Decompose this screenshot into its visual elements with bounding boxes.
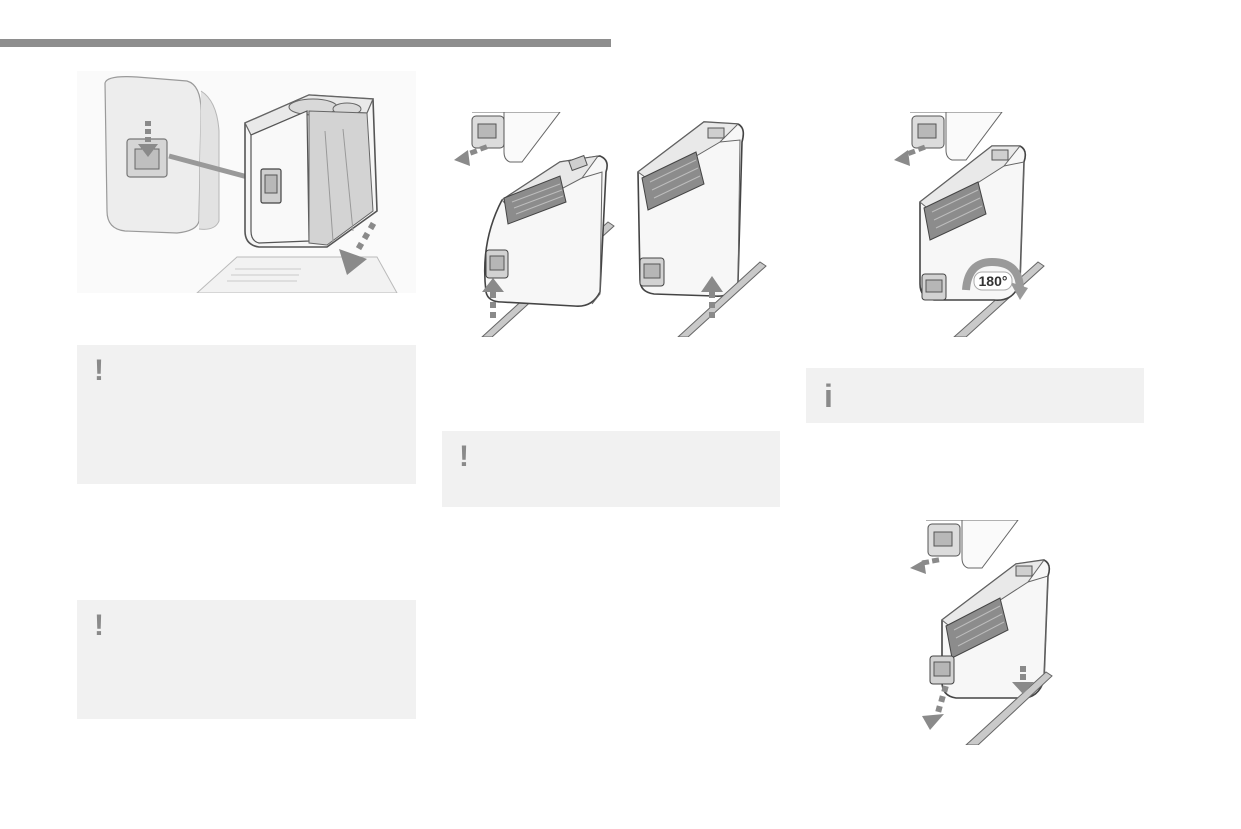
info-notice: i: [806, 368, 1144, 423]
console-lift-illustration: [442, 112, 775, 337]
console-rotate-illustration: 180°: [806, 112, 1143, 337]
warning-icon: !: [94, 354, 104, 387]
warning-notice: !: [442, 431, 780, 507]
info-icon: i: [824, 378, 833, 414]
section-header-rule: [0, 39, 611, 47]
console-refit-illustration: [806, 520, 1143, 745]
warning-icon: !: [459, 440, 469, 473]
warning-notice: !: [77, 600, 416, 719]
warning-icon: !: [94, 609, 104, 642]
warning-notice: !: [77, 345, 416, 484]
rotation-angle-label: 180°: [979, 273, 1008, 289]
console-removal-illustration: [77, 71, 416, 293]
